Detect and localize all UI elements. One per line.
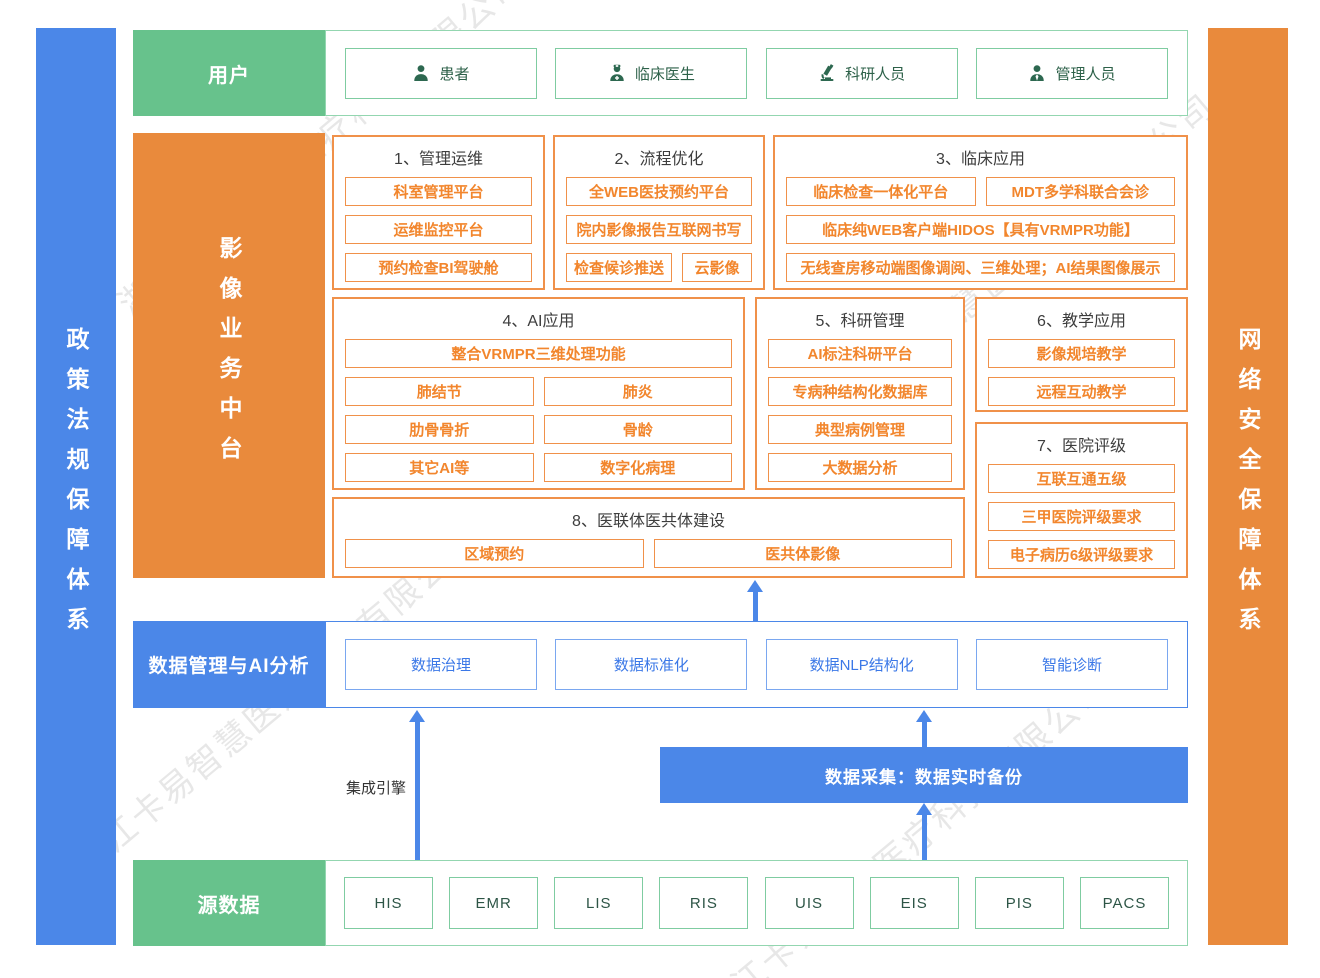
platform-item: 专病种结构化数据库 [768,377,952,406]
user-item-patient: 患者 [345,47,537,99]
platform-item: 典型病例管理 [768,415,952,444]
source-system-his: HIS [344,877,433,929]
arrow-up-collection-to-datamgmt [916,710,932,747]
platform-item: 整合VRMPR三维处理功能 [345,339,732,368]
data-mgmt-item: 数据NLP结构化 [765,639,958,690]
platform-item: 预约检查BI驾驶舱 [345,253,532,282]
source-data-row-label: 源数据 [133,860,325,946]
source-system-ris: RIS [659,877,749,929]
arrow-up-integration-engine [409,710,425,860]
section-title: 8、医联体医共体建设 [572,513,725,530]
section-management-ops: 1、管理运维 科室管理平台 运维监控平台 预约检查BI驾驶舱 [332,135,545,290]
platform-item: 区域预约 [345,539,644,568]
platform-item: 医共体影像 [653,539,952,568]
section-title: 7、医院评级 [1037,438,1126,455]
section-title: 2、流程优化 [614,151,704,168]
source-system-eis: EIS [869,877,959,929]
platform-item: 其它AI等 [345,453,534,482]
data-mgmt-item: 智能诊断 [975,639,1168,690]
platform-item: 影像规培教学 [988,339,1175,368]
source-system-pis: PIS [974,877,1064,929]
doctor-icon [610,64,624,81]
arrow-head-icon [916,803,932,815]
platform-item: 大数据分析 [768,453,952,482]
platform-item: 临床纯WEB客户端HIDOS【具有VRMPR功能】 [786,215,1175,244]
section-clinical-application: 3、临床应用 临床检查一体化平台 MDT多学科联合会诊 临床纯WEB客户端HID… [773,135,1188,290]
users-row: 患者 临床医生 科研人员 [325,30,1188,116]
platform-item: 肺结节 [345,377,534,406]
platform-item: 全WEB医技预约平台 [566,177,752,206]
network-security-label: 网络安全保障体系 [1235,326,1261,647]
data-mgmt-item: 数据治理 [345,639,537,690]
section-title: 4、AI应用 [502,313,575,330]
data-mgmt-row: 数据治理 数据标准化 数据NLP结构化 智能诊断 [325,621,1188,708]
arrow-up-source-to-collection [916,803,932,860]
arrow-line [921,815,927,860]
users-row-label: 用户 [133,30,325,116]
policy-regulation-bar: 政策法规保障体系 [36,28,116,945]
user-item-researcher: 科研人员 [765,47,958,99]
user-item-label: 管理人员 [1055,65,1116,83]
user-item-label: 患者 [439,65,470,83]
platform-item: 科室管理平台 [345,177,532,206]
arrow-head-icon [916,710,932,722]
source-system-lis: LIS [554,877,644,929]
arrow-line [752,592,758,621]
section-medical-alliance: 8、医联体医共体建设 区域预约 医共体影像 [332,497,965,578]
section-title: 3、临床应用 [936,151,1025,168]
platform-item: 无线查房移动端图像调阅、三维处理；AI结果图像展示 [786,253,1175,282]
source-data-row: HIS EMR LIS RIS UIS EIS PIS PACS [325,860,1188,946]
integration-engine-label: 集成引擎 [345,780,406,797]
data-mgmt-item: 数据标准化 [555,639,748,690]
source-system-pacs: PACS [1079,877,1169,929]
network-security-bar: 网络安全保障体系 [1208,28,1288,945]
patient-icon [414,65,429,81]
data-collection-box: 数据采集：数据实时备份 [660,747,1188,803]
section-process-optimization: 2、流程优化 全WEB医技预约平台 院内影像报告互联网书写 检查候诊推送 云影像 [553,135,765,290]
imaging-platform-panel: 影像业务中台 [133,133,325,578]
platform-item: 电子病历6级评级要求 [988,540,1175,569]
platform-item: 云影像 [682,253,752,282]
platform-item: 数字化病理 [543,453,732,482]
section-title: 1、管理运维 [394,151,483,168]
section-title: 6、教学应用 [1037,313,1126,330]
policy-regulation-label: 政策法规保障体系 [63,326,89,647]
section-hospital-rating: 7、医院评级 互联互通五级 三甲医院评级要求 电子病历6级评级要求 [975,422,1188,578]
platform-item: MDT多学科联合会诊 [985,177,1175,206]
user-item-manager: 管理人员 [975,47,1168,99]
arrow-line [414,722,420,860]
arrow-line [921,722,927,747]
arrow-head-icon [409,710,425,722]
section-title: 5、科研管理 [815,313,905,330]
source-system-uis: UIS [764,877,854,929]
user-item-clinician: 临床医生 [555,47,748,99]
platform-item: 三甲医院评级要求 [988,502,1175,531]
platform-item: 互联互通五级 [988,464,1175,493]
platform-item: 肺炎 [543,377,732,406]
platform-item: 远程互动教学 [988,377,1175,406]
microscope-icon [820,64,834,81]
user-item-label: 科研人员 [845,65,906,83]
arrow-up-datamgmt-to-platform [747,580,763,621]
imaging-platform-label: 影像业务中台 [216,235,242,476]
platform-item: 运维监控平台 [345,215,532,244]
platform-item: 骨龄 [543,415,732,444]
platform-item: 院内影像报告互联网书写 [566,215,752,244]
section-research-management: 5、科研管理 AI标注科研平台 专病种结构化数据库 典型病例管理 大数据分析 [755,297,965,490]
platform-item: 临床检查一体化平台 [786,177,976,206]
data-mgmt-row-label: 数据管理与AI分析 [133,621,325,708]
arrow-head-icon [747,580,763,592]
manager-icon [1030,65,1045,81]
section-ai-application: 4、AI应用 整合VRMPR三维处理功能 肺结节 肺炎 肋骨骨折 骨龄 其它AI… [332,297,745,490]
platform-item: 检查候诊推送 [566,253,672,282]
platform-item: 肋骨骨折 [345,415,534,444]
section-teaching-application: 6、教学应用 影像规培教学 远程互动教学 [975,297,1188,412]
user-item-label: 临床医生 [634,65,695,83]
platform-item: AI标注科研平台 [768,339,952,368]
source-system-emr: EMR [449,877,539,929]
